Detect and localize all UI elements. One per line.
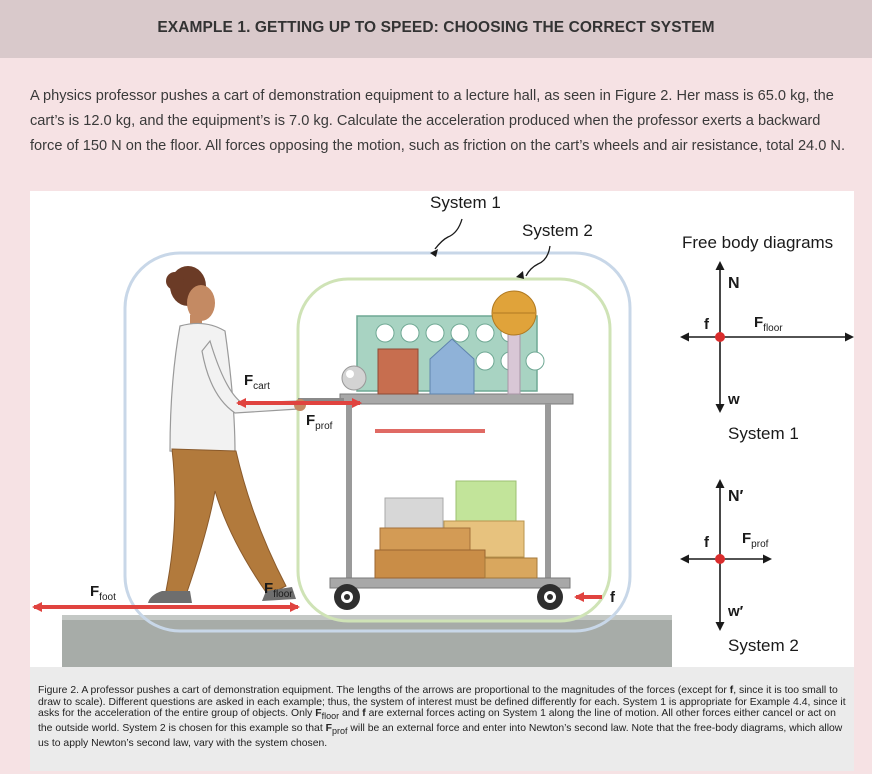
fbd-title: Free body diagrams bbox=[682, 233, 833, 252]
problem-statement: A physics professor pushes a cart of dem… bbox=[30, 88, 845, 154]
example-title: EXAMPLE 1. GETTING UP TO SPEED: CHOOSING… bbox=[157, 19, 715, 36]
example-header: EXAMPLE 1. GETTING UP TO SPEED: CHOOSING… bbox=[0, 0, 884, 58]
system1-outline bbox=[123, 251, 632, 633]
fbd1-system-label: System 1 bbox=[728, 424, 799, 443]
svg-text:w′: w′ bbox=[727, 603, 744, 620]
svg-text:Ffloor: Ffloor bbox=[754, 314, 783, 334]
demonstration-equipment bbox=[341, 290, 545, 395]
f-floor-label: Ffloor bbox=[264, 580, 293, 600]
system2-label: System 2 bbox=[522, 221, 593, 240]
svg-text:N: N bbox=[728, 275, 740, 292]
boxes bbox=[374, 480, 538, 579]
system2-outline bbox=[296, 277, 612, 623]
free-body-diagram-system1: N f Ffloor w System 1 bbox=[680, 261, 854, 443]
page-margin bbox=[872, 0, 884, 774]
f-foot-label: Ffoot bbox=[90, 583, 116, 603]
figure-illustration: System 1 System 2 bbox=[32, 193, 854, 667]
friction-label: f bbox=[610, 589, 616, 606]
figure-caption: Figure 2. A professor pushes a cart of d… bbox=[38, 685, 846, 749]
f-cart-label: Fcart bbox=[244, 372, 270, 392]
svg-text:f: f bbox=[704, 316, 710, 333]
svg-text:N′: N′ bbox=[728, 488, 744, 505]
figure-caption-box: Figure 2. A professor pushes a cart of d… bbox=[30, 667, 854, 771]
cart bbox=[298, 393, 574, 610]
fbd2-system-label: System 2 bbox=[728, 636, 799, 655]
professor bbox=[148, 266, 306, 603]
system1-label: System 1 bbox=[430, 193, 501, 212]
figure-2: System 1 System 2 bbox=[30, 191, 854, 667]
f-prof-label: Fprof bbox=[306, 412, 333, 432]
svg-text:f: f bbox=[704, 534, 710, 551]
free-body-diagram-system2: N′ f Fprof w′ System 2 bbox=[680, 479, 799, 655]
svg-text:w: w bbox=[727, 391, 740, 408]
floor bbox=[62, 615, 672, 667]
svg-text:Fprof: Fprof bbox=[742, 530, 769, 550]
